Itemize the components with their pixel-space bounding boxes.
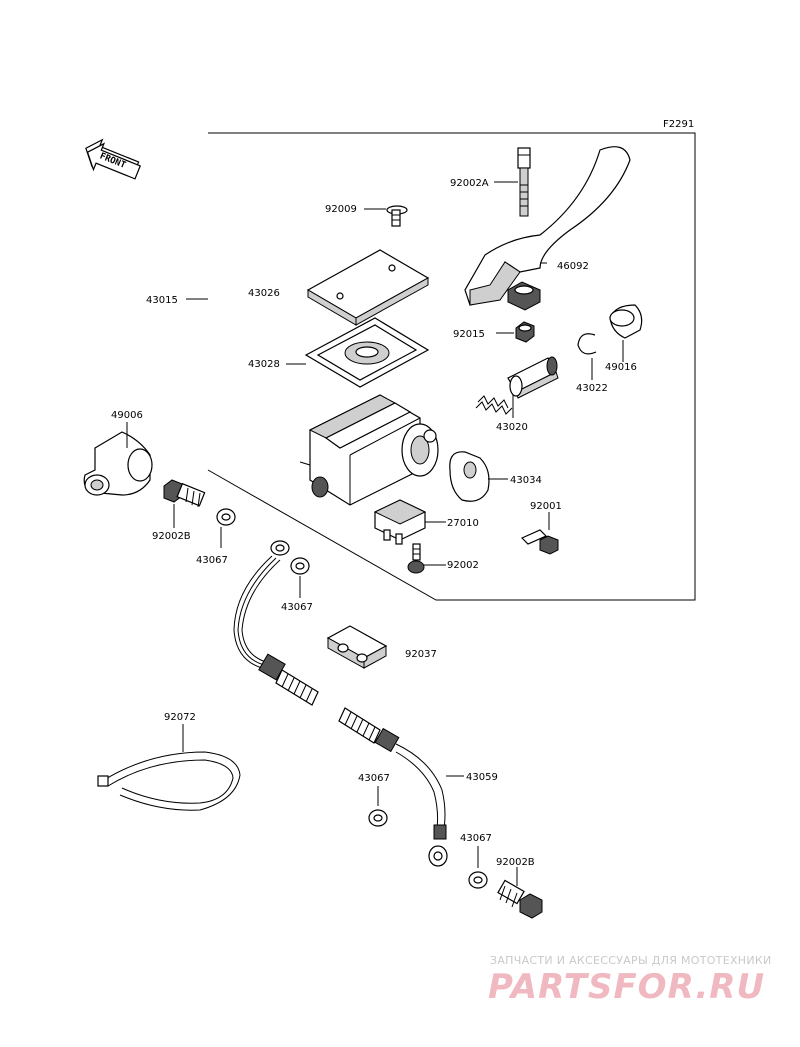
- label-43020: 43020: [496, 422, 528, 433]
- label-92037: 92037: [405, 649, 437, 660]
- label-43026: 43026: [248, 288, 280, 299]
- figure-code: F2291: [663, 119, 694, 130]
- part-92001-clamp-bolt: [520, 512, 559, 555]
- label-43034: 43034: [510, 475, 542, 486]
- label-92015: 92015: [453, 329, 485, 340]
- label-43067-d: 43067: [460, 833, 492, 844]
- part-92002A-pivot-bolt: [494, 147, 531, 217]
- label-43022: 43022: [576, 383, 608, 394]
- part-46092-lever: [464, 146, 631, 311]
- label-92002A: 92002A: [450, 178, 489, 189]
- label-43059: 43059: [466, 772, 498, 783]
- label-43067-c: 43067: [358, 773, 390, 784]
- label-92002B-lower: 92002B: [496, 857, 535, 868]
- part-92015-nut: [496, 321, 535, 343]
- label-49006: 49006: [111, 410, 143, 421]
- label-46092: 46092: [557, 261, 589, 272]
- label-92002B-upper: 92002B: [152, 531, 191, 542]
- label-27010: 27010: [447, 518, 479, 529]
- hose-armor-lower: [338, 707, 381, 744]
- assembly-frame: [207, 132, 696, 601]
- label-49016: 49016: [605, 362, 637, 373]
- label-43067-b: 43067: [281, 602, 313, 613]
- part-49016-dust-boot: [609, 304, 643, 362]
- part-43020-piston-kit: [475, 356, 559, 418]
- part-92072-cable-tie: [97, 724, 241, 811]
- front-arrow-icon: FRONT: [85, 138, 142, 180]
- part-43015-master-cylinder: [299, 394, 439, 506]
- part-43067-washer-a: [216, 508, 236, 548]
- label-43015: 43015: [146, 295, 178, 306]
- part-43022-circlip: [577, 333, 597, 380]
- part-27010-brake-switch: [373, 499, 446, 545]
- part-92002B-banjo-bolt-lower: [497, 867, 543, 919]
- hose-armor-upper: [275, 669, 319, 706]
- part-92002B-banjo-bolt: [163, 479, 206, 528]
- part-92037-hose-clamp: [326, 625, 388, 669]
- watermark-tagline: ЗАПЧАСТИ И АКСЕССУАРЫ ДЛЯ МОТОТЕХНИКИ: [490, 954, 772, 967]
- part-43028-diaphragm: [286, 317, 430, 388]
- watermark-logo: PARTSFOR.RU: [488, 967, 765, 1007]
- part-49006-cover: [83, 422, 153, 496]
- label-92072: 92072: [164, 712, 196, 723]
- part-43059-brake-hose: [233, 540, 464, 867]
- label-43028: 43028: [248, 359, 280, 370]
- label-92002: 92002: [447, 560, 479, 571]
- label-92001: 92001: [530, 501, 562, 512]
- part-43034-clamp: [449, 451, 508, 502]
- part-43067-washer-b: [290, 557, 310, 598]
- part-43067-washer-c: [368, 786, 388, 827]
- part-43026-reservoir-cap: [306, 249, 430, 326]
- label-92009: 92009: [325, 204, 357, 215]
- part-92009-screw: [364, 205, 408, 227]
- part-92002-switch-screw: [407, 543, 446, 574]
- label-43067-a: 43067: [196, 555, 228, 566]
- part-43067-washer-d: [468, 846, 488, 889]
